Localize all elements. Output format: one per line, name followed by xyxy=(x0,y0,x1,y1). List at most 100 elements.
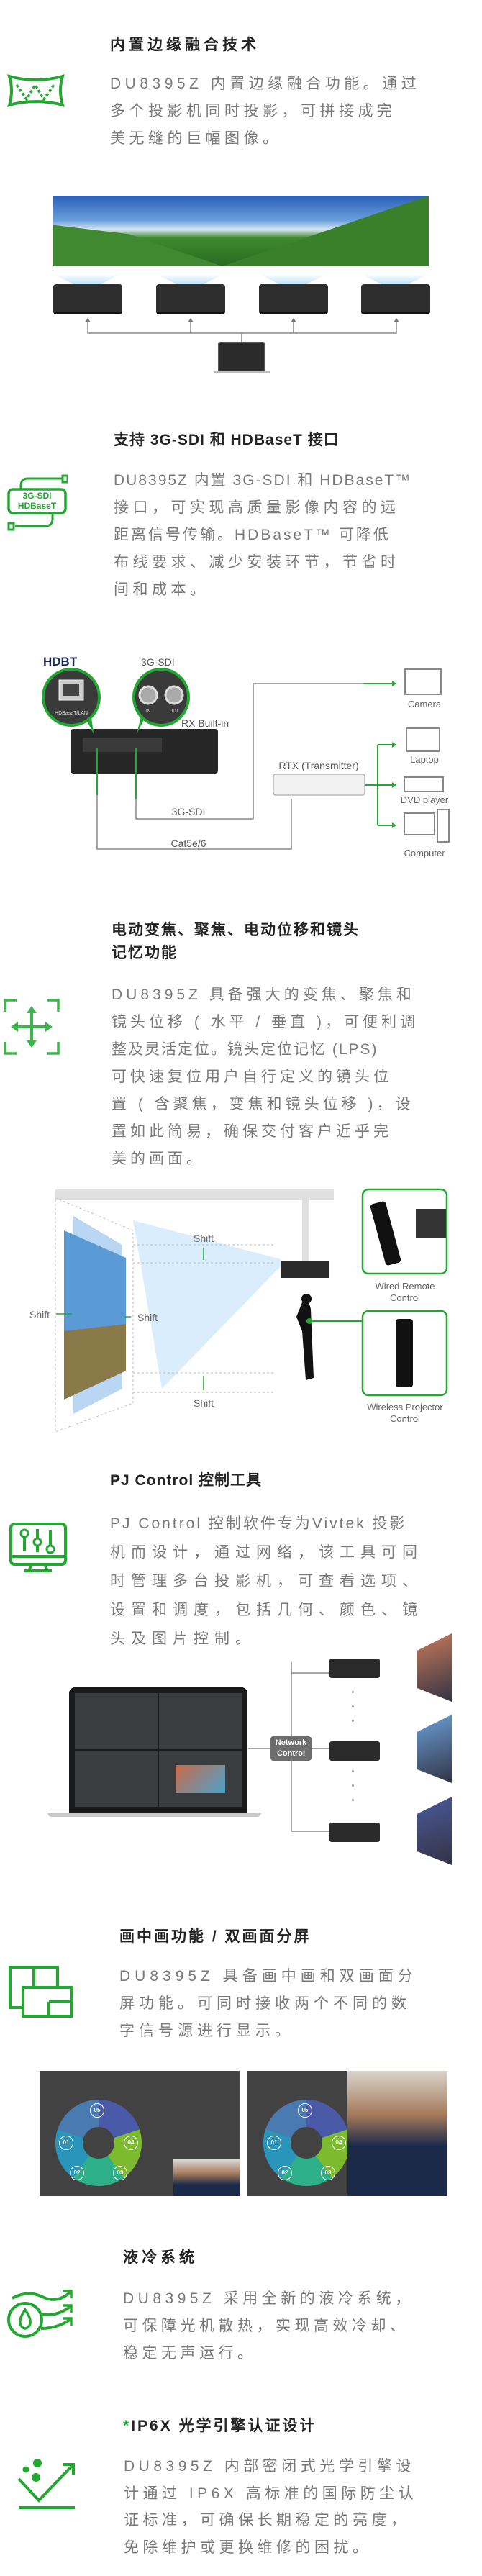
section-text-line: DU8395Z 内部密闭式光学引擎设 xyxy=(124,2458,415,2475)
person-silhouette xyxy=(296,1301,314,1380)
separator-dot xyxy=(352,1705,354,1707)
section-text-line: 整及灵活定位。镜头定位记忆 (LPS) xyxy=(112,1041,378,1058)
laptop-base xyxy=(214,371,270,373)
device-label: Camera xyxy=(408,699,442,709)
section-heading: 内置边缘融合技术 xyxy=(110,37,260,53)
section-heading: PJ Control 控制工具 xyxy=(110,1472,263,1489)
section-text-line: 屏功能。可同时接收两个不同的数 xyxy=(119,1995,411,2012)
camera-icon xyxy=(404,668,442,695)
light-beam xyxy=(259,274,327,284)
sdi-port-zoom xyxy=(132,668,190,727)
hdbt-logo: HDBT xyxy=(43,655,78,668)
section-heading: 液冷系统 xyxy=(123,2249,198,2266)
projector-image xyxy=(361,284,430,314)
laptop-base xyxy=(47,1813,261,1817)
donut-chart: 05 04 03 02 01 xyxy=(263,2100,350,2186)
rx-builtin-label: RX Built-in xyxy=(181,717,229,729)
section-text-line: 可保障光机散热，实现高效冷却、 xyxy=(123,2318,409,2334)
device-label: Laptop xyxy=(410,754,439,765)
network-control-box: Network Control xyxy=(270,1736,312,1761)
separator-dot xyxy=(352,1784,354,1787)
section-heading: 支持 3G-SDI 和 HDBaseT 接口 xyxy=(114,432,340,448)
section-text-line: 证标准，可确保长期稳定的亮度， xyxy=(124,2512,410,2529)
pip-windows-icon xyxy=(9,1966,73,2018)
light-beam xyxy=(156,274,224,284)
section-text-line: 计通过 IP6X 高标准的国际防尘认 xyxy=(124,2485,418,2502)
computer-icon xyxy=(404,812,435,835)
dust-proof-icon xyxy=(17,2459,75,2509)
sdi-out-label: OUT xyxy=(170,709,179,714)
section-text-line: 美的画面。 xyxy=(112,1151,205,1167)
section-text-line: 多个投影机同时投影，可拼接成完 xyxy=(110,103,396,119)
section-text-line: 字信号源进行显示。 xyxy=(119,2023,294,2039)
section-heading: 记忆功能 xyxy=(112,945,178,961)
connection-lines xyxy=(85,318,399,342)
icon-label: HDBaseT xyxy=(17,501,57,511)
projector-image xyxy=(329,1823,380,1842)
section-text-line: 设置和调度，包括几何、颜色、镜 xyxy=(110,1602,423,1618)
section-text-line: DU8395Z 内置 3G-SDI 和 HDBaseT™ xyxy=(114,472,412,489)
section-text-line: 间和成本。 xyxy=(114,581,209,598)
monitor-sliders-icon xyxy=(9,1523,67,1572)
projector-image xyxy=(281,1261,329,1278)
donut-segment-label: 03 xyxy=(113,2166,127,2180)
section-heading: *IP6X 光学引擎认证设计 xyxy=(123,2415,317,2438)
hdbaset-connection-diagram: HDBT 3G-SDI HDBaseT/LAN IN OUT RX Built-… xyxy=(42,655,450,858)
network-control-label: Network xyxy=(275,1738,307,1747)
liquid-cooling-icon xyxy=(7,2290,73,2338)
lens-shift-diagram: Shift Shift Shift Shift Wired Remote Con… xyxy=(29,1188,448,1432)
shift-label: Shift xyxy=(194,1397,214,1409)
laptop-pj-control-screenshot xyxy=(69,1687,247,1813)
separator-dot xyxy=(352,1691,354,1693)
cat5-cable xyxy=(96,748,292,850)
wireless-remote-label: Wireless Projector xyxy=(367,1402,443,1412)
dvd-player-icon xyxy=(404,776,444,792)
section-heading: 电动变焦、聚焦、电动位移和镜头 xyxy=(112,922,360,938)
ceiling xyxy=(55,1189,334,1200)
section-text-line: DU8395Z 采用全新的液冷系统， xyxy=(123,2290,414,2307)
projector-image xyxy=(259,284,328,314)
donut-segment-label: 04 xyxy=(124,2136,138,2150)
laptop-image xyxy=(218,342,265,372)
section-text-line: 时管理多台投影机，可查看选项、 xyxy=(110,1573,423,1589)
sdi-cable-label: 3G-SDI xyxy=(172,806,206,817)
section-text-line: 头及图片控制。 xyxy=(110,1631,256,1647)
section-text-line: 置如此简易，确保交付客户近乎完 xyxy=(112,1123,392,1140)
donut-segment-label: 02 xyxy=(278,2166,292,2180)
donut-segment-label: 05 xyxy=(90,2103,104,2118)
section-text-line: 可快速复位用户自行定义的镜头位 xyxy=(112,1069,392,1085)
section-text-line: PJ Control 控制软件专为Vivtek 投影 xyxy=(110,1515,407,1532)
cat-cable-label: Cat5e/6 xyxy=(170,838,206,849)
section-text-line: 布线要求、减少安装环节，节省时 xyxy=(114,554,400,571)
sdi-in-label: IN xyxy=(146,709,150,714)
edge-blend-icon xyxy=(7,74,65,107)
projector-image xyxy=(329,1741,380,1761)
light-beam xyxy=(361,274,429,284)
projector-image xyxy=(53,284,122,314)
section-text-line: 置 ( 含聚焦，变焦和镜头位移 )，设 xyxy=(112,1096,414,1112)
donut-segment-label: 05 xyxy=(298,2103,312,2118)
donut-segment-label: 01 xyxy=(267,2136,281,2150)
projection-beam xyxy=(133,1220,281,1389)
separator-dot xyxy=(352,1770,354,1772)
section-text-line: DU8395Z 具备画中画和双画面分 xyxy=(119,1968,417,1985)
donut-segment-label: 03 xyxy=(321,2166,335,2180)
network-control-label: Control xyxy=(276,1749,306,1758)
wired-remote-label: Control xyxy=(390,1292,420,1303)
section-text: PJ Control 控制软件专为Vivtek 投影 机而设计，通过网络，该工具… xyxy=(110,1510,446,1654)
wireless-remote-label: Control xyxy=(390,1413,420,1424)
move-arrows-icon xyxy=(4,999,60,1055)
donut-segment-label: 04 xyxy=(332,2136,346,2150)
section-text-line: 机而设计，通过网络，该工具可同 xyxy=(110,1544,423,1561)
projector-image xyxy=(329,1659,380,1678)
section-text-line: 镜头位移 ( 水平 / 垂直 )，可便利调 xyxy=(112,1014,419,1030)
section-text-line: DU8395Z 内置边缘融合功能。通过 xyxy=(110,76,421,92)
section-text-line: 美无缝的巨幅图像。 xyxy=(110,130,282,147)
shift-label: Shift xyxy=(137,1312,158,1323)
light-beam xyxy=(53,274,121,284)
port-caption: HDBaseT/LAN xyxy=(55,711,88,716)
device-label: Computer xyxy=(404,848,445,858)
